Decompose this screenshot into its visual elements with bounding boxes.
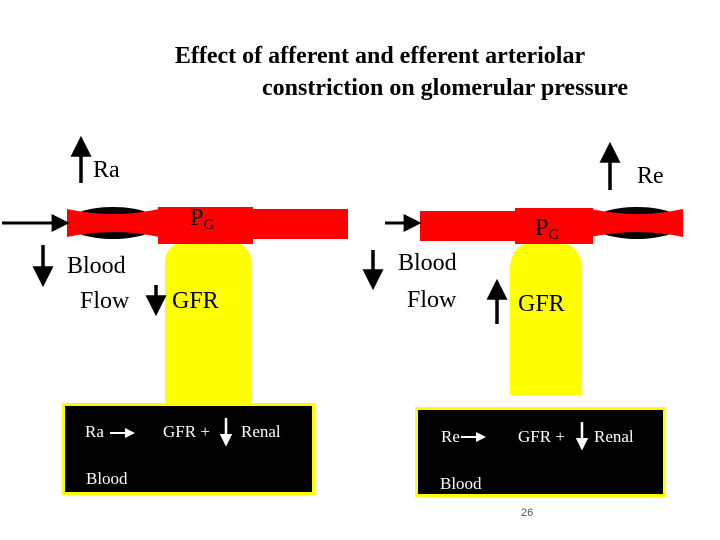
left-box-renal: Renal	[241, 422, 281, 441]
right-flow-label: Flow	[407, 287, 457, 313]
right-box-re: Re	[441, 427, 460, 446]
left-ra-label: Ra	[93, 157, 120, 183]
right-box-renal: Renal	[594, 427, 634, 446]
right-box-gfr: GFR +	[518, 427, 565, 446]
left-summary-box: Ra GFR + Renal Blood	[62, 403, 315, 495]
title-line-1: Effect of afferent and efferent arteriol…	[174, 43, 586, 69]
left-glomerulus	[158, 207, 253, 244]
right-gfr-label: GFR	[518, 291, 565, 317]
left-gfr-label: GFR	[172, 288, 219, 314]
left-box-gfr: GFR +	[163, 422, 210, 441]
left-pg-label: PG	[190, 205, 214, 234]
slide-title: Effect of afferent and efferent arteriol…	[100, 40, 700, 104]
right-efferent-arteriole	[591, 207, 683, 239]
left-pg-subscript: G	[203, 217, 215, 233]
right-re-label: Re	[637, 163, 664, 189]
left-tubule	[165, 238, 251, 410]
right-pg-letter: P	[535, 215, 549, 241]
right-box-arrows	[461, 422, 589, 451]
right-box-blood: Blood	[440, 474, 482, 493]
left-box-ra: Ra	[85, 422, 104, 441]
right-pg-label: PG	[535, 215, 559, 244]
left-efferent-arteriole	[250, 209, 348, 239]
right-pg-subscript: G	[548, 227, 560, 243]
left-afferent-arteriole	[67, 207, 159, 239]
right-blood-label: Blood	[398, 250, 457, 276]
left-pg-letter: P	[190, 205, 204, 231]
left-blood-label: Blood	[67, 253, 126, 279]
left-box-arrows	[110, 418, 233, 447]
title-line-2: constriction on glomerular pressure	[262, 75, 628, 101]
right-glomerulus	[515, 208, 593, 244]
page-number: 26	[521, 507, 534, 519]
right-afferent-arteriole	[420, 211, 520, 241]
right-tubule	[510, 240, 582, 395]
left-box-blood: Blood	[86, 469, 128, 488]
right-summary-box: Re GFR + Renal Blood	[415, 407, 666, 497]
left-flow-label: Flow	[80, 288, 130, 314]
